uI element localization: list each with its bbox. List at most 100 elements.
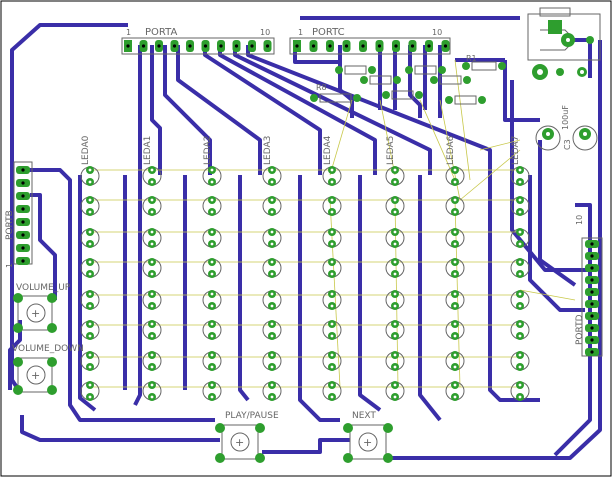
portc-label: PORTC [312, 27, 345, 38]
volume-up-button[interactable]: + VOLUME_UP [13, 283, 71, 333]
portc-header: 1 PORTC 10 [289, 27, 451, 55]
capacitor-value: 100uF [561, 105, 570, 130]
led-column-label: LEDA7 [511, 136, 521, 165]
led [262, 166, 282, 186]
led [322, 320, 342, 340]
led-column-label: LEDA5 [386, 136, 396, 165]
portd-header: PORTD 10 [575, 215, 603, 357]
capacitor-label: C3 [563, 139, 572, 150]
portb-header: PORTB 1 [5, 161, 33, 268]
play-pause-label: PLAY/PAUSE [225, 411, 279, 421]
portb-label: PORTB [5, 210, 15, 240]
header-pin [16, 166, 30, 174]
led-column-label: LEDA6 [446, 135, 456, 165]
plus-icon: + [31, 307, 40, 320]
led [322, 196, 342, 216]
led [202, 320, 222, 340]
header-pin [585, 324, 599, 332]
led [80, 290, 100, 310]
header-pin [16, 205, 30, 213]
led [510, 381, 530, 401]
led [385, 320, 405, 340]
header-pin [326, 40, 334, 52]
resistor-array: R1 R8 [310, 54, 506, 105]
header-pin [585, 300, 599, 308]
led [142, 196, 162, 216]
header-pin [375, 40, 384, 52]
header-pin [16, 244, 30, 252]
led [202, 166, 222, 186]
header-pin [232, 40, 241, 52]
volume-up-label: VOLUME_UP [16, 283, 71, 293]
jack-pad [548, 20, 562, 34]
header-pin [441, 40, 450, 52]
led [385, 351, 405, 371]
led [385, 381, 405, 401]
led [322, 258, 342, 278]
resistor [382, 90, 423, 100]
led [445, 166, 465, 186]
led [445, 351, 465, 371]
resistor [360, 75, 401, 85]
header-pin [155, 40, 163, 52]
header-pin [585, 276, 599, 284]
led [510, 290, 530, 310]
led [142, 351, 162, 371]
play-pause-button[interactable]: + PLAY/PAUSE [215, 411, 279, 463]
led [142, 381, 162, 401]
led [510, 351, 530, 371]
header-pin [392, 40, 400, 52]
led [80, 166, 100, 186]
led [322, 228, 342, 248]
led [262, 381, 282, 401]
led [445, 381, 465, 401]
header-pin [16, 192, 30, 200]
led [445, 196, 465, 216]
led [80, 228, 100, 248]
led [385, 228, 405, 248]
led [262, 320, 282, 340]
led [142, 320, 162, 340]
header-pin [16, 218, 30, 226]
portb-pin-first: 1 [5, 263, 14, 268]
led [510, 196, 530, 216]
header-pin [425, 40, 433, 52]
volume-down-button[interactable]: + VOLUME_DOWN [12, 344, 84, 395]
porta-label: PORTA [145, 27, 177, 38]
led [142, 290, 162, 310]
led-matrix [80, 166, 530, 401]
led [385, 290, 405, 310]
led [202, 290, 222, 310]
resistor-r8-label: R8 [316, 83, 327, 92]
next-button[interactable]: + NEXT [343, 411, 393, 463]
led [80, 320, 100, 340]
led [80, 351, 100, 371]
led [322, 290, 342, 310]
led-column-label: LEDA3 [263, 136, 273, 165]
led [202, 196, 222, 216]
led [80, 196, 100, 216]
led [510, 258, 530, 278]
header-pin [585, 240, 599, 248]
header-pin [201, 40, 210, 52]
led [80, 258, 100, 278]
portd-label: PORTD [575, 314, 585, 345]
led [262, 351, 282, 371]
header-pin [408, 40, 417, 52]
resistor [445, 95, 486, 105]
resistor-r1-label: R1 [466, 54, 477, 63]
portd-pin-first: 10 [575, 215, 584, 225]
led [262, 290, 282, 310]
header-pin [16, 179, 30, 187]
led [202, 258, 222, 278]
resistor [310, 93, 361, 103]
header-pin [217, 40, 225, 52]
led [385, 258, 405, 278]
led-column-label: LEDA4 [323, 135, 333, 165]
led [385, 166, 405, 186]
header-pin [585, 288, 599, 296]
header-pin [342, 40, 351, 52]
header-pin [263, 40, 272, 52]
